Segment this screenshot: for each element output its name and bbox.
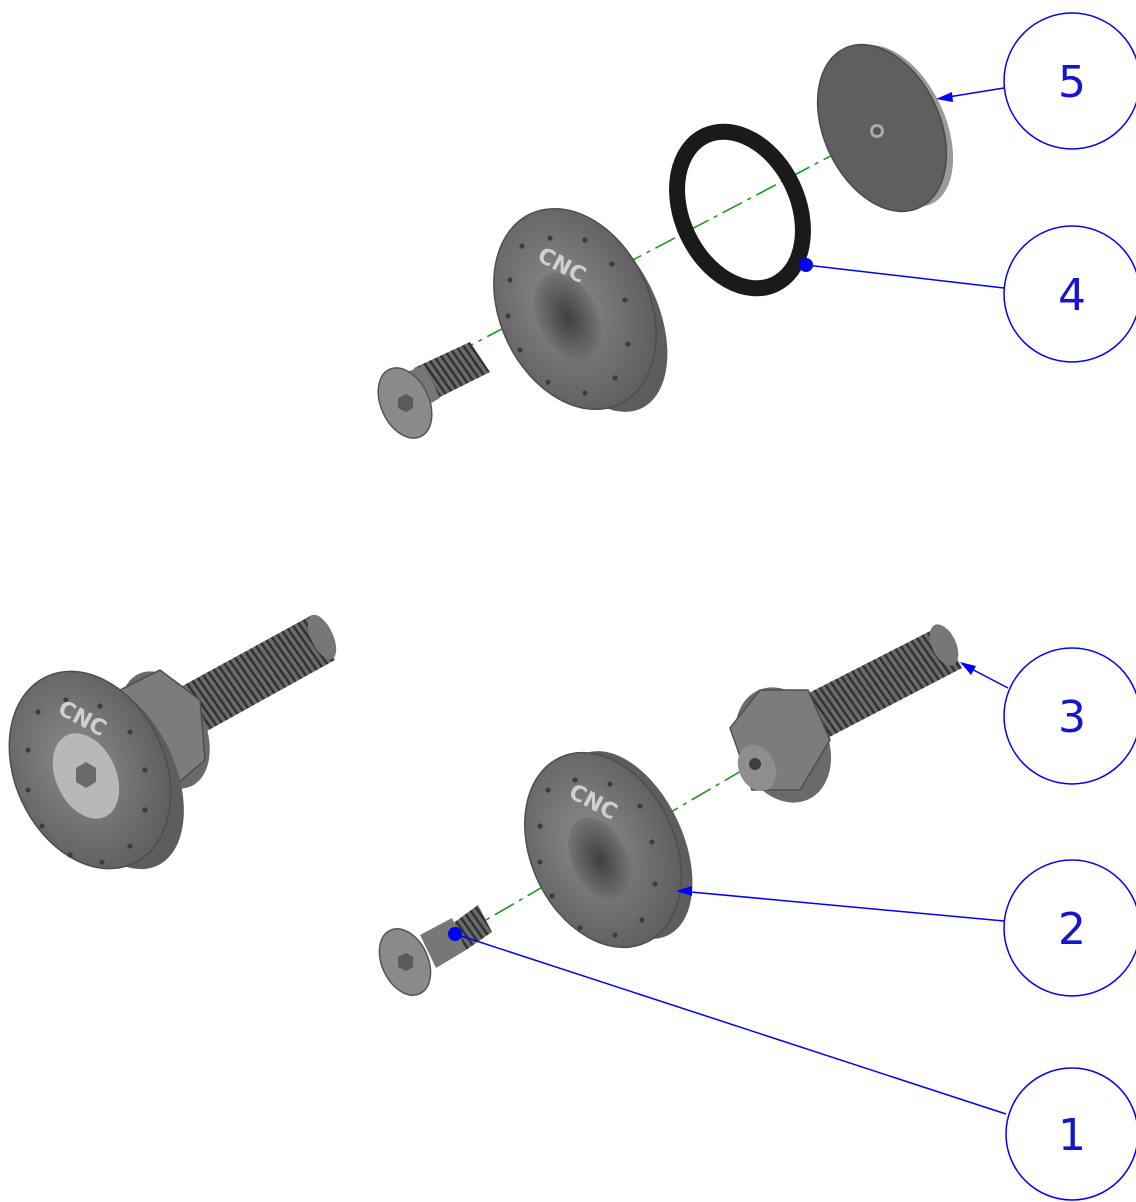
balloons: 5 4 3 2 1 [1003, 12, 1136, 1201]
balloon-2-number: 2 [1058, 904, 1086, 955]
balloon-5: 5 [1003, 12, 1136, 150]
leader-5-arrow [936, 92, 953, 102]
leader-1 [454, 933, 1007, 1115]
balloon-1-number: 1 [1058, 1110, 1086, 1161]
lower-exploded-group: CNC [378, 624, 962, 996]
leader-4-dot [799, 258, 813, 272]
assembled-view: CNC [8, 614, 337, 870]
lower-screw [378, 905, 492, 996]
upper-flanged-cap: CNC [493, 207, 668, 412]
leader-3-arrow [960, 662, 976, 675]
upper-centerline [419, 129, 881, 373]
leader-4 [805, 264, 1005, 289]
upper-exploded-group: CNC [377, 43, 954, 439]
end-cap [816, 43, 954, 213]
leader-lines [448, 87, 1009, 1115]
leader-1-dot [448, 927, 462, 941]
balloon-3: 3 [1003, 647, 1136, 785]
balloon-4: 4 [1003, 225, 1136, 363]
balloon-3-number: 3 [1058, 692, 1086, 743]
balloon-1: 1 [1005, 1067, 1136, 1201]
balloon-2: 2 [1003, 859, 1136, 997]
leader-2 [679, 890, 1005, 922]
balloon-4-number: 4 [1058, 270, 1086, 321]
balloon-5-number: 5 [1058, 57, 1086, 108]
flange-bolt [729, 624, 962, 803]
leader-2-arrow [676, 886, 692, 896]
lower-flanged-cap: CNC [524, 751, 693, 949]
o-ring [669, 123, 811, 297]
upper-screw [377, 342, 490, 439]
